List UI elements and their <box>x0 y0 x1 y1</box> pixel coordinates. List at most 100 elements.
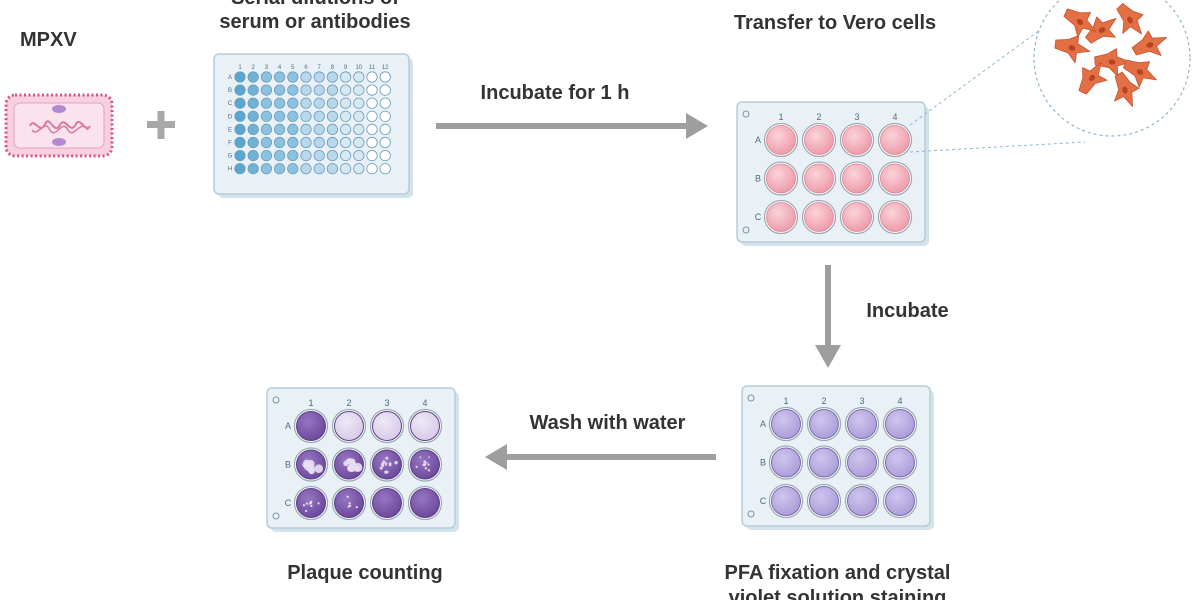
vero-cell <box>1078 61 1108 95</box>
well <box>847 409 877 439</box>
well <box>804 202 834 232</box>
well <box>771 486 801 516</box>
well <box>809 409 839 439</box>
well <box>379 97 391 109</box>
well <box>353 163 365 175</box>
well <box>300 163 312 175</box>
well <box>353 136 365 149</box>
plaque-counting-label: Plaque counting <box>287 562 443 584</box>
lilac-row-label: B <box>760 458 766 468</box>
well <box>247 150 259 162</box>
well <box>287 97 299 109</box>
well <box>260 150 272 162</box>
vero-cells-icon <box>1033 0 1191 137</box>
well <box>410 411 440 441</box>
plate-96-col-label: 10 <box>355 65 362 71</box>
plate-96-col-label: 2 <box>252 65 256 71</box>
well <box>379 84 391 96</box>
dilution-label-line1: Serial dilutions of <box>190 0 440 10</box>
well <box>287 84 299 96</box>
well <box>880 202 910 232</box>
well <box>247 136 259 149</box>
pink-col-label: 3 <box>854 112 859 122</box>
well <box>366 163 378 175</box>
well <box>353 123 365 135</box>
well <box>234 71 246 83</box>
pfa-label-line1: PFA fixation and crystal <box>724 562 951 584</box>
well <box>234 123 246 135</box>
well <box>300 123 312 135</box>
plaque-col-label: 3 <box>384 398 389 408</box>
plate-96-row-label: B <box>228 88 232 94</box>
well <box>339 163 352 175</box>
well <box>847 486 877 516</box>
well <box>326 163 338 175</box>
well <box>366 110 378 122</box>
plate-96-row-label: G <box>228 154 233 160</box>
well <box>273 123 286 135</box>
plate-96-row-label: H <box>228 167 232 173</box>
plate-96-col-label: 6 <box>304 65 308 71</box>
well <box>326 150 338 162</box>
well <box>273 84 286 96</box>
well <box>804 125 834 155</box>
plaque-row-label: B <box>285 460 291 470</box>
well <box>260 84 272 96</box>
plate-96-row-label: A <box>228 75 232 81</box>
well <box>260 110 272 122</box>
well <box>234 84 246 96</box>
well <box>885 409 915 439</box>
well <box>313 163 325 175</box>
dilution-label-line2: serum or antibodies <box>219 11 411 33</box>
well <box>300 150 312 162</box>
well <box>353 150 365 162</box>
well <box>766 163 796 194</box>
well <box>326 84 338 96</box>
plate-pink-row-labels: ABC <box>755 135 762 222</box>
vero-cell <box>1054 35 1091 64</box>
arrow-right <box>436 113 708 139</box>
well <box>273 136 286 149</box>
well <box>372 488 402 518</box>
plaque-row-label: C <box>285 498 292 508</box>
mpxv-virus-icon <box>4 93 114 158</box>
well <box>260 163 272 175</box>
well <box>339 150 352 162</box>
well <box>353 97 365 109</box>
well <box>273 110 286 122</box>
well <box>366 71 378 83</box>
incubate-label: Incubate <box>866 300 949 322</box>
well <box>234 97 246 109</box>
well <box>885 447 915 478</box>
well <box>339 97 352 109</box>
well <box>410 488 440 518</box>
well <box>353 71 365 83</box>
well <box>842 163 872 194</box>
lilac-col-label: 4 <box>897 396 902 406</box>
well <box>339 84 352 96</box>
well <box>326 97 338 109</box>
well <box>366 97 378 109</box>
well <box>300 110 312 122</box>
plate-96-col-label: 11 <box>369 65 376 71</box>
well <box>339 71 352 83</box>
vero-cell <box>1063 8 1097 38</box>
lilac-col-label: 2 <box>821 396 826 406</box>
well <box>260 136 272 149</box>
well <box>287 110 299 122</box>
well <box>287 136 299 149</box>
well <box>379 150 391 162</box>
well <box>313 110 325 122</box>
well <box>366 136 378 149</box>
well <box>287 123 299 135</box>
plate-96-col-label: 7 <box>318 65 322 71</box>
vero-cell <box>1131 30 1168 56</box>
well <box>379 163 391 175</box>
